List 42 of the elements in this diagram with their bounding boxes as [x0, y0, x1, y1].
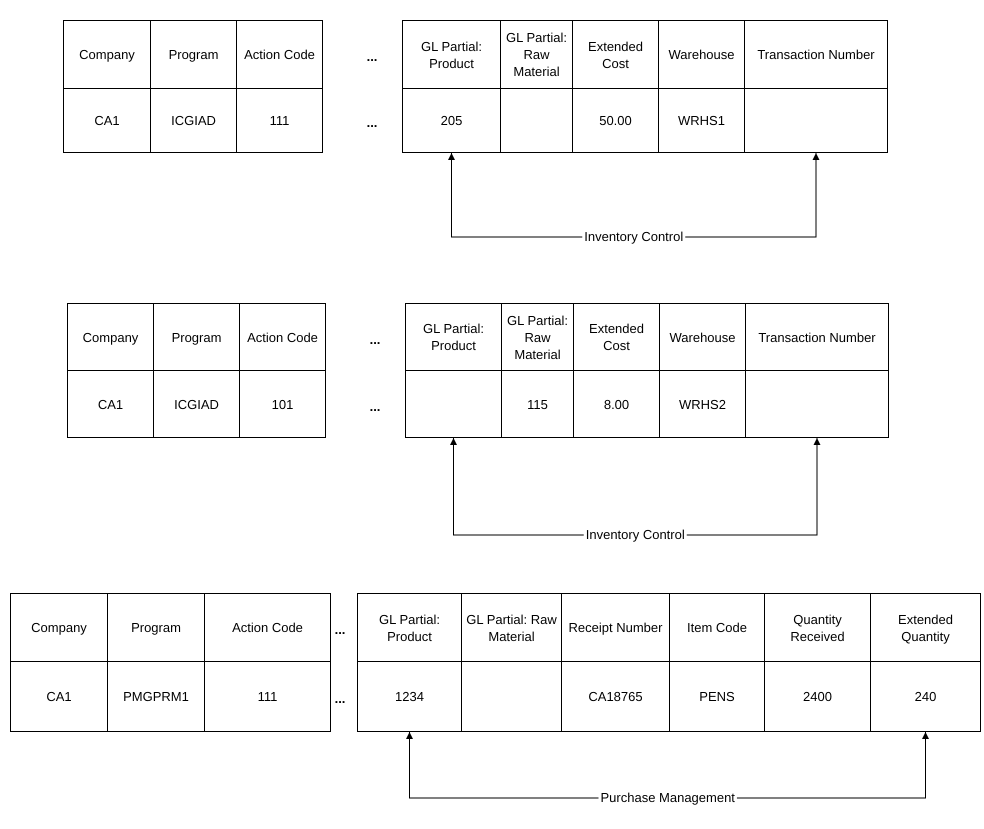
table-cell: CA1: [67, 370, 154, 438]
ellipsis: ...: [334, 692, 346, 706]
table-cell: GL Partial: Product: [357, 593, 462, 662]
table-cell: 111: [236, 88, 323, 153]
table-cell: [357, 661, 462, 732]
system-label: Purchase Management: [600, 790, 735, 806]
ellipsis: ...: [368, 400, 382, 414]
table-cell: 111: [204, 661, 331, 732]
table-cell: GL Partial: Product: [405, 303, 502, 371]
table-cell: GL Partial: Product: [402, 20, 501, 89]
arrow: [736, 732, 929, 798]
cell-text: 240: [914, 688, 936, 705]
table-cell: Extended Quantity: [870, 593, 981, 662]
table-cell: Transaction Number: [745, 303, 889, 371]
arrow: [450, 438, 584, 536]
table-cell: Company: [63, 20, 151, 89]
table-cell: [402, 88, 501, 153]
table-cell: Transaction Number: [744, 20, 888, 89]
table-cell: 101: [239, 370, 326, 438]
table-cell: [745, 370, 889, 438]
table-cell: Action Code: [239, 303, 326, 371]
table-cell: [744, 88, 888, 153]
system-label: Inventory Control: [584, 229, 684, 245]
arrow: [686, 438, 820, 536]
table-cell: Action Code: [204, 593, 331, 662]
table-cell: Action Code: [236, 20, 323, 89]
arrow: [406, 732, 599, 798]
system-label: Inventory Control: [586, 527, 685, 543]
table-cell: [870, 661, 981, 732]
cell-text: 1234: [395, 688, 424, 705]
table-cell: [405, 370, 502, 438]
table-cell: CA1: [63, 88, 151, 153]
table-cell: Company: [67, 303, 154, 371]
table-cell: Company: [10, 593, 108, 662]
ellipsis: ...: [366, 50, 378, 64]
table-cell: CA1: [10, 661, 108, 732]
arrow: [448, 152, 583, 238]
arrow: [684, 152, 820, 238]
ellipsis: ...: [334, 623, 346, 637]
cell-text: 205: [440, 112, 462, 129]
ellipsis: ...: [366, 116, 378, 130]
ellipsis: ...: [368, 332, 382, 346]
